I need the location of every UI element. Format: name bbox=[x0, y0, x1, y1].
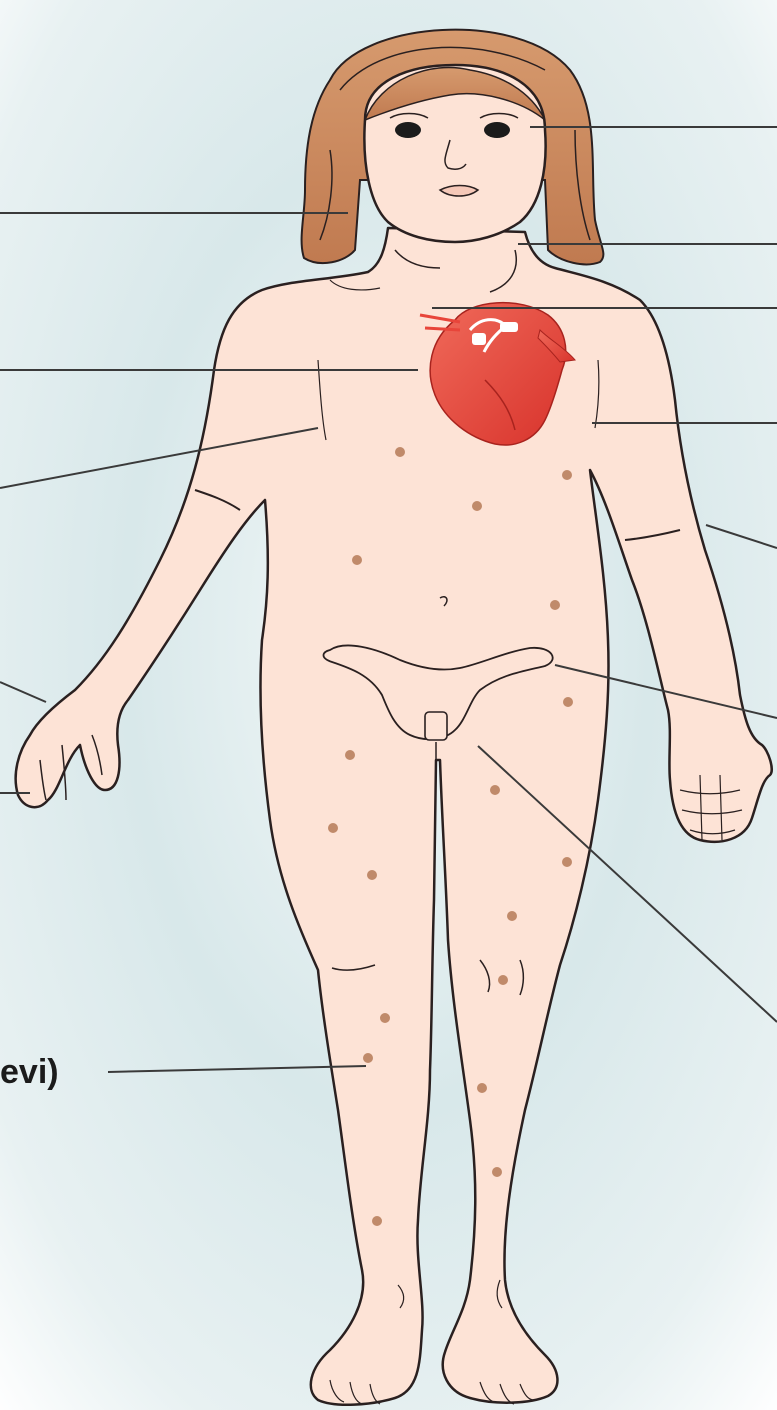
nevus-spot bbox=[507, 911, 517, 921]
left-eye-icon bbox=[395, 122, 421, 138]
nevus-spot bbox=[367, 870, 377, 880]
nevus-spot bbox=[352, 555, 362, 565]
nevus-spot bbox=[492, 1167, 502, 1177]
nevus-spot bbox=[395, 447, 405, 457]
right-eye-icon bbox=[484, 122, 510, 138]
nevus-spot bbox=[345, 750, 355, 760]
nevus-spot bbox=[372, 1216, 382, 1226]
nevus-spot bbox=[490, 785, 500, 795]
nevus-spot bbox=[550, 600, 560, 610]
nevus-spot bbox=[380, 1013, 390, 1023]
nevus-spot bbox=[562, 857, 572, 867]
nevus-spot bbox=[563, 697, 573, 707]
nevi-label: evi) bbox=[0, 1055, 59, 1089]
nevus-spot bbox=[477, 1083, 487, 1093]
nevus-spot bbox=[363, 1053, 373, 1063]
nevus-spot bbox=[472, 501, 482, 511]
nevus-spot bbox=[328, 823, 338, 833]
nevus-spot bbox=[498, 975, 508, 985]
nevus-spot bbox=[562, 470, 572, 480]
